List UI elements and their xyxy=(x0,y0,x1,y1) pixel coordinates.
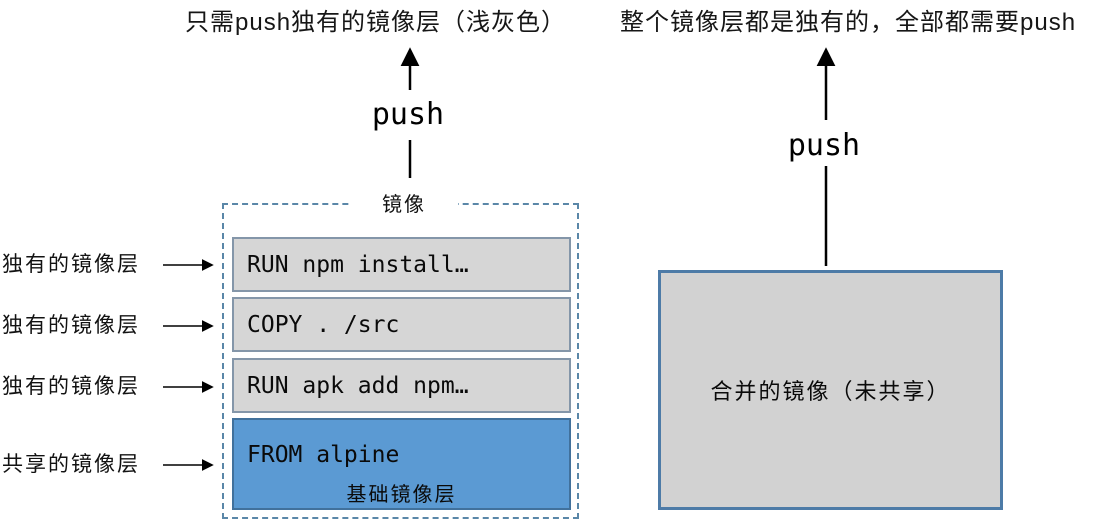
layer-text: FROM alpine xyxy=(247,442,400,468)
right-push-label: push xyxy=(787,128,861,163)
row-label-unique-1: 独有的镜像层 xyxy=(2,253,140,276)
row-label-unique-2: 独有的镜像层 xyxy=(2,314,140,337)
layer-run-apk-add: RUN apk add npm… xyxy=(232,358,571,413)
layer-text: COPY . /src xyxy=(247,311,400,338)
left-annotation-title: 只需push独有的镜像层（浅灰色） xyxy=(185,9,567,36)
image-box-label: 镜像 xyxy=(350,192,458,218)
merged-image-box-label: 合并的镜像（未共享） xyxy=(710,379,951,404)
layer-copy-src: COPY . /src xyxy=(232,297,571,352)
row-label-unique-3: 独有的镜像层 xyxy=(2,375,140,398)
row-label-shared: 共享的镜像层 xyxy=(2,453,140,476)
merged-image-box: 合并的镜像（未共享） xyxy=(658,270,1003,510)
base-layer-sublabel: 基础镜像层 xyxy=(346,484,457,506)
layer-text: RUN npm install… xyxy=(247,251,469,278)
left-push-label: push xyxy=(371,97,445,132)
right-annotation-title: 整个镜像层都是独有的，全部都需要push xyxy=(620,9,1077,36)
layer-text: RUN apk add npm… xyxy=(247,372,469,399)
layer-run-npm-install: RUN npm install… xyxy=(232,237,571,292)
layer-from-alpine: FROM alpine 基础镜像层 xyxy=(232,418,571,510)
